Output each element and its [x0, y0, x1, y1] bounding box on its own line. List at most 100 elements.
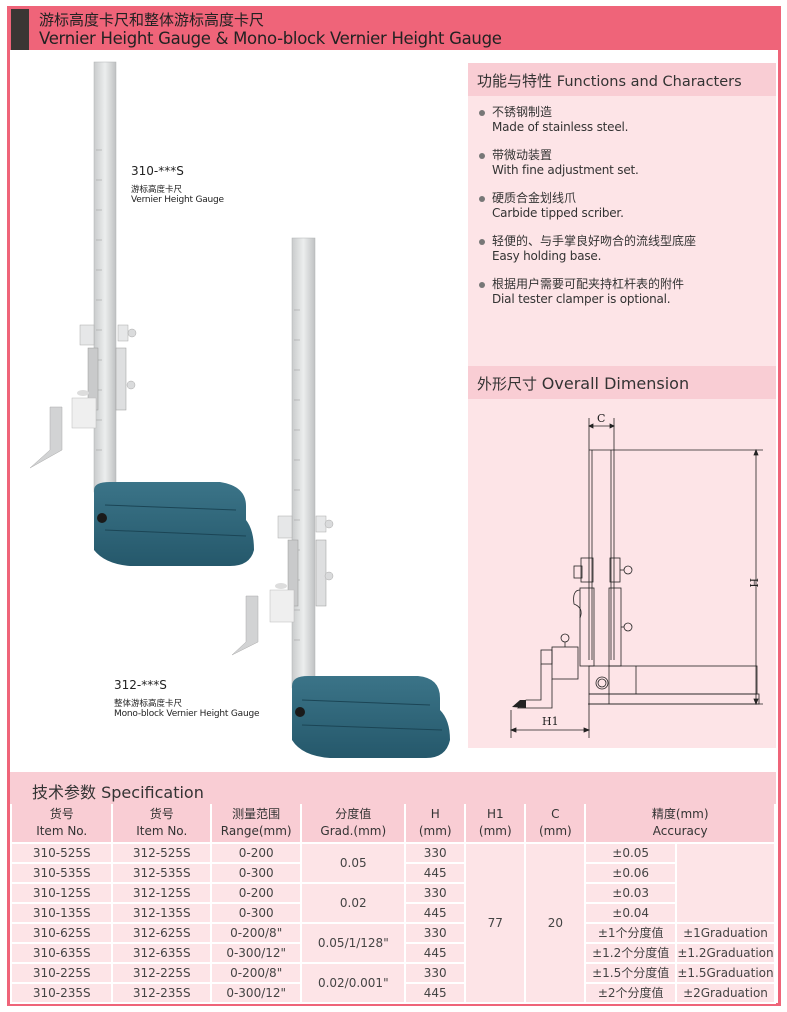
table-row: 310-525S 312-525S 0-200 0.05 330 77 20 ±… [12, 844, 774, 1002]
cell-accuracy: ±0.04 [586, 904, 675, 922]
cell-grad: 0.02/0.001" [302, 964, 405, 1002]
cell-h: 445 [406, 904, 465, 922]
table-row: 310-635S 312-635S 0-300/12" 445 ±1.2个分度值… [12, 944, 774, 962]
page-title-zh: 游标高度卡尺和整体游标高度卡尺 [39, 11, 265, 29]
cell-item-312: 312-235S [113, 984, 211, 1002]
cell-grad: 0.02 [302, 884, 405, 922]
cell-item-310: 310-635S [12, 944, 112, 962]
cell-item-310: 310-125S [12, 884, 112, 902]
dimension-title-zh: 外形尺寸 [477, 375, 538, 393]
cell-range: 0-300/12" [212, 984, 301, 1002]
feature-en: Dial tester clamper is optional. [492, 292, 671, 306]
cell-accuracy-en: ±1.2Graduation [676, 944, 774, 962]
bullet-icon [479, 196, 485, 202]
cell-item-312: 312-625S [113, 924, 211, 942]
cell-accuracy: ±0.03 [586, 884, 675, 902]
spec-title-en: Specification [101, 783, 204, 802]
col-h1: H1(mm) [466, 804, 525, 842]
feature-zh: 根据用户需要可配夹持杠杆表的附件 [492, 277, 685, 291]
spec-title-zh: 技术参数 [32, 783, 97, 802]
cell-item-312: 312-135S [113, 904, 211, 922]
functions-title-en: Functions and Characters [556, 74, 742, 90]
cell-item-310: 310-625S [12, 924, 112, 942]
cell-item-312: 312-525S [113, 844, 211, 862]
height-gauge-illustration [29, 61, 450, 758]
cell-grad: 0.05/1/128" [302, 924, 405, 962]
cell-h: 330 [406, 884, 465, 902]
cell-accuracy-en: ±1Graduation [676, 924, 774, 942]
cell-range: 0-300/12" [212, 944, 301, 962]
cell-item-310: 310-535S [12, 864, 112, 882]
dimension-drawing: C H H1 [509, 412, 763, 738]
cell-range: 0-300 [212, 904, 301, 922]
dimension-title-en: Overall Dimension [541, 374, 690, 393]
cell-range: 0-200 [212, 844, 301, 862]
dim-label-h1: H1 [542, 715, 559, 728]
cell-item-310: 310-135S [12, 904, 112, 922]
dimension-diagram: C H H1 [468, 398, 776, 748]
cell-h: 330 [406, 924, 465, 942]
table-row: 310-225S 312-225S 0-200/8" 0.02/0.001" 3… [12, 964, 774, 1002]
bullet-icon [479, 239, 485, 245]
product-name-en: Vernier Height Gauge [131, 195, 224, 205]
feature-zh: 不锈钢制造 [492, 105, 553, 119]
dim-label-c: C [597, 412, 605, 425]
product-name-en: Mono-block Vernier Height Gauge [114, 709, 260, 719]
table-row: 310-125S 312-125S 0-200 0.02 330 ±0.03 [12, 884, 774, 922]
cell-range: 0-200/8" [212, 964, 301, 982]
cell-range: 0-200/8" [212, 924, 301, 942]
feature-en: Made of stainless steel. [492, 120, 629, 134]
cell-h: 330 [406, 964, 465, 982]
cell-grad: 0.05 [302, 844, 405, 882]
cell-h: 445 [406, 984, 465, 1002]
cell-item-312: 312-635S [113, 944, 211, 962]
product-code: 310-***S [131, 164, 184, 178]
page-title-en: Vernier Height Gauge & Mono-block Vernie… [39, 29, 502, 48]
header-accent-bar [11, 9, 29, 50]
product-label-310: 310-***S 游标高度卡尺 Vernier Height Gauge [131, 164, 224, 205]
bullet-icon [479, 153, 485, 159]
product-photos: 310-***S 游标高度卡尺 Vernier Height Gauge 312… [10, 50, 468, 760]
cell-item-312: 312-125S [113, 884, 211, 902]
functions-title-zh: 功能与特性 [477, 72, 553, 90]
bullet-icon [479, 282, 485, 288]
cell-item-312: 312-225S [113, 964, 211, 982]
cell-item-312: 312-535S [113, 864, 211, 882]
cell-accuracy: ±1.5个分度值 [586, 964, 675, 982]
cell-accuracy: ±2个分度值 [586, 984, 675, 1002]
cell-accuracy: ±0.06 [586, 864, 675, 882]
cell-item-310: 310-525S [12, 844, 112, 862]
col-c: C(mm) [526, 804, 585, 842]
table-row: 310-535S 312-535S 0-300 445 ±0.06 [12, 864, 774, 882]
product-name-zh: 游标高度卡尺 [131, 185, 183, 195]
feature-en: With fine adjustment set. [492, 163, 639, 177]
product-code: 312-***S [114, 678, 167, 692]
product-label-312: 312-***S 整体游标高度卡尺 Mono-block Vernier Hei… [114, 678, 260, 719]
cell-accuracy: ±1.2个分度值 [586, 944, 675, 962]
cell-accuracy-en: ±1.5Graduation [676, 964, 774, 982]
feature-zh: 硬质合金划线爪 [492, 191, 577, 205]
cell-accuracy-en-empty [676, 844, 774, 922]
cell-h: 330 [406, 844, 465, 862]
feature-zh: 带微动装置 [492, 148, 553, 162]
cell-range: 0-200 [212, 884, 301, 902]
vernier-height-gauge-photo [29, 61, 254, 566]
cell-h1: 77 [466, 844, 525, 1002]
cell-c: 20 [526, 844, 585, 1002]
cell-item-310: 310-235S [12, 984, 112, 1002]
feature-en: Easy holding base. [492, 249, 602, 263]
table-row: 310-625S 312-625S 0-200/8" 0.05/1/128" 3… [12, 924, 774, 962]
page-header: 游标高度卡尺和整体游标高度卡尺 Vernier Height Gauge & M… [7, 6, 781, 50]
